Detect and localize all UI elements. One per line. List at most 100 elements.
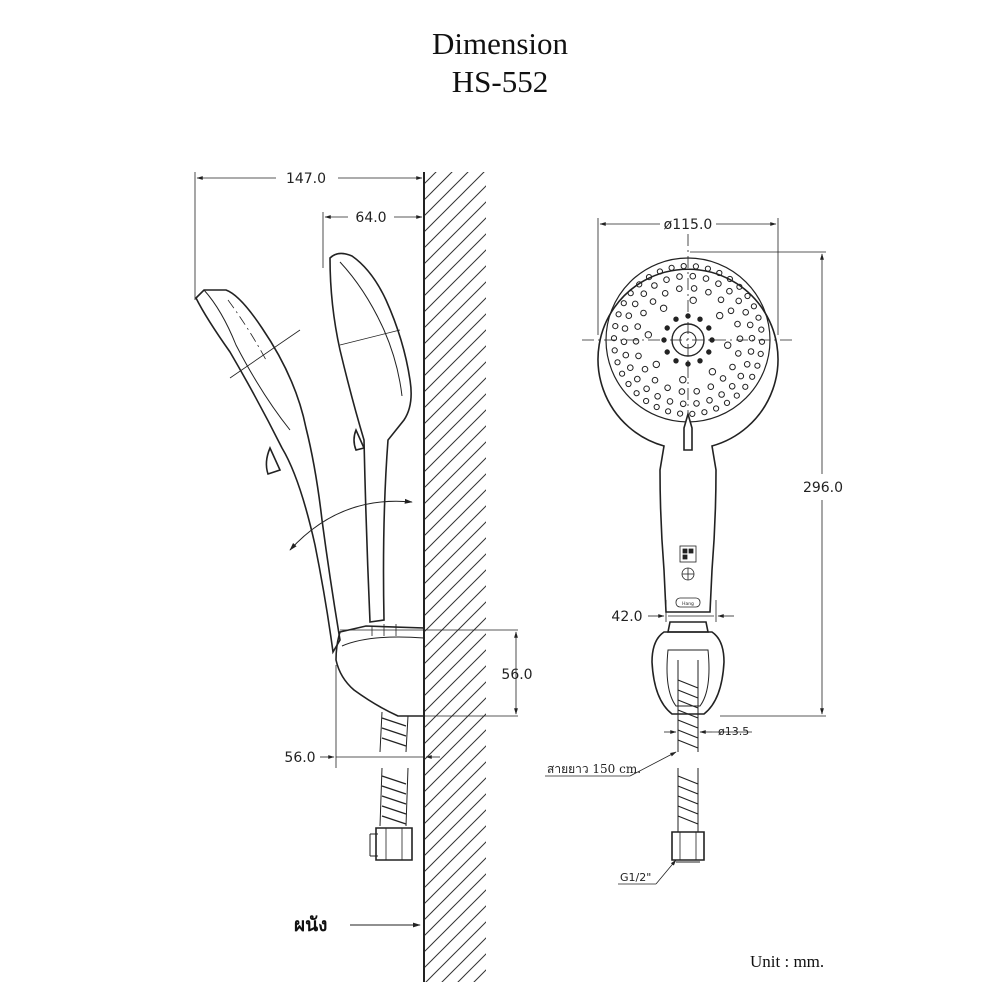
nozzle	[719, 375, 727, 382]
nozzle	[701, 409, 708, 416]
dim-holder-depth-label: 56.0	[284, 750, 315, 766]
nozzle	[612, 323, 619, 330]
dim-hose-diameter: ø13.5	[664, 725, 752, 738]
nozzle	[643, 385, 650, 393]
nozzle	[627, 290, 634, 297]
nozzle	[742, 383, 749, 390]
nozzle	[706, 349, 712, 355]
nozzle	[713, 405, 720, 412]
nozzle	[705, 288, 712, 296]
nozzle	[693, 388, 701, 395]
nozzle	[640, 309, 647, 317]
nozzle	[661, 337, 667, 343]
nozzle	[716, 311, 724, 320]
nozzle	[673, 358, 679, 364]
side-view: 147.0 64.0 56.0 56.0	[194, 171, 533, 982]
dim-total-length: 296.0	[803, 253, 843, 715]
nozzle	[726, 275, 734, 283]
nozzle	[736, 335, 744, 343]
nozzle	[685, 361, 691, 367]
nozzle	[689, 296, 697, 304]
nozzle	[737, 372, 745, 380]
nozzle	[726, 287, 733, 295]
nozzle	[631, 300, 639, 308]
nozzle	[685, 313, 691, 319]
nozzle	[706, 397, 713, 404]
nozzle	[610, 335, 618, 342]
nozzle	[659, 304, 668, 312]
nozzle	[689, 410, 696, 417]
nozzle	[707, 383, 715, 391]
nozzle	[622, 351, 630, 359]
unit-label: Unit : mm.	[750, 952, 825, 971]
nozzle	[641, 365, 649, 373]
nozzle	[645, 274, 653, 281]
nozzle	[679, 400, 687, 408]
dim-total-depth: 147.0	[196, 171, 423, 187]
nozzle	[723, 399, 731, 406]
nozzle	[754, 362, 761, 369]
nozzle	[750, 303, 758, 310]
nozzle	[664, 325, 670, 331]
nozzle	[735, 350, 742, 357]
hose-length-label: สายยาว 150 cm.	[547, 762, 641, 776]
nozzle	[668, 264, 675, 271]
shower-head	[582, 234, 794, 613]
nozzle	[627, 364, 634, 372]
nozzle	[664, 349, 670, 355]
upright-handset	[329, 252, 412, 623]
nozzle	[673, 316, 679, 322]
rotation-arrow	[289, 498, 413, 551]
hose-length-callout: สายยาว 150 cm.	[545, 751, 677, 777]
wall-holder	[335, 624, 425, 717]
nozzle	[734, 320, 741, 328]
nozzle	[620, 338, 628, 346]
nozzle	[706, 325, 712, 331]
dim-holder-depth: 56.0	[284, 750, 440, 766]
nozzle	[625, 312, 633, 320]
nozzle	[676, 273, 683, 280]
nozzle	[620, 300, 627, 307]
nozzle	[716, 269, 723, 277]
nozzle	[715, 280, 722, 288]
nozzle	[656, 268, 664, 275]
nozzle	[736, 283, 743, 290]
dim-total-depth-label: 147.0	[286, 171, 326, 187]
nozzle	[758, 326, 765, 333]
nozzle	[718, 391, 725, 398]
nozzle	[666, 398, 674, 405]
drawing-title: Dimension	[431, 26, 569, 61]
nozzle	[654, 393, 661, 400]
nozzle	[702, 275, 710, 282]
nozzle	[635, 352, 642, 360]
handle-details: Hang	[675, 545, 701, 608]
nozzle	[727, 307, 735, 315]
nozzle	[611, 347, 618, 354]
nozzle	[640, 290, 648, 298]
nozzle	[704, 265, 712, 272]
nozzle	[690, 285, 698, 292]
nozzle	[744, 292, 751, 300]
nozzle	[757, 350, 764, 357]
nozzle	[634, 323, 642, 330]
nozzle	[634, 375, 641, 383]
thread-label: G1/2"	[620, 871, 651, 884]
front-view: ø115.0 296.0 42.0	[545, 217, 843, 885]
wall	[423, 172, 486, 982]
nozzle	[633, 390, 640, 397]
nozzle	[728, 383, 736, 390]
nozzle	[661, 290, 669, 297]
nozzle	[697, 316, 703, 322]
wall-label: ผนัง	[294, 914, 327, 936]
nozzle	[619, 370, 626, 377]
nozzle	[709, 337, 715, 343]
dim-head-diameter: ø115.0	[599, 217, 777, 233]
nozzle	[621, 325, 629, 332]
dim-head-depth: 64.0	[324, 210, 423, 226]
nozzle	[693, 400, 700, 407]
nozzle	[742, 309, 750, 316]
nozzle	[615, 311, 622, 318]
nozzle	[717, 296, 725, 304]
nozzle	[632, 338, 640, 345]
